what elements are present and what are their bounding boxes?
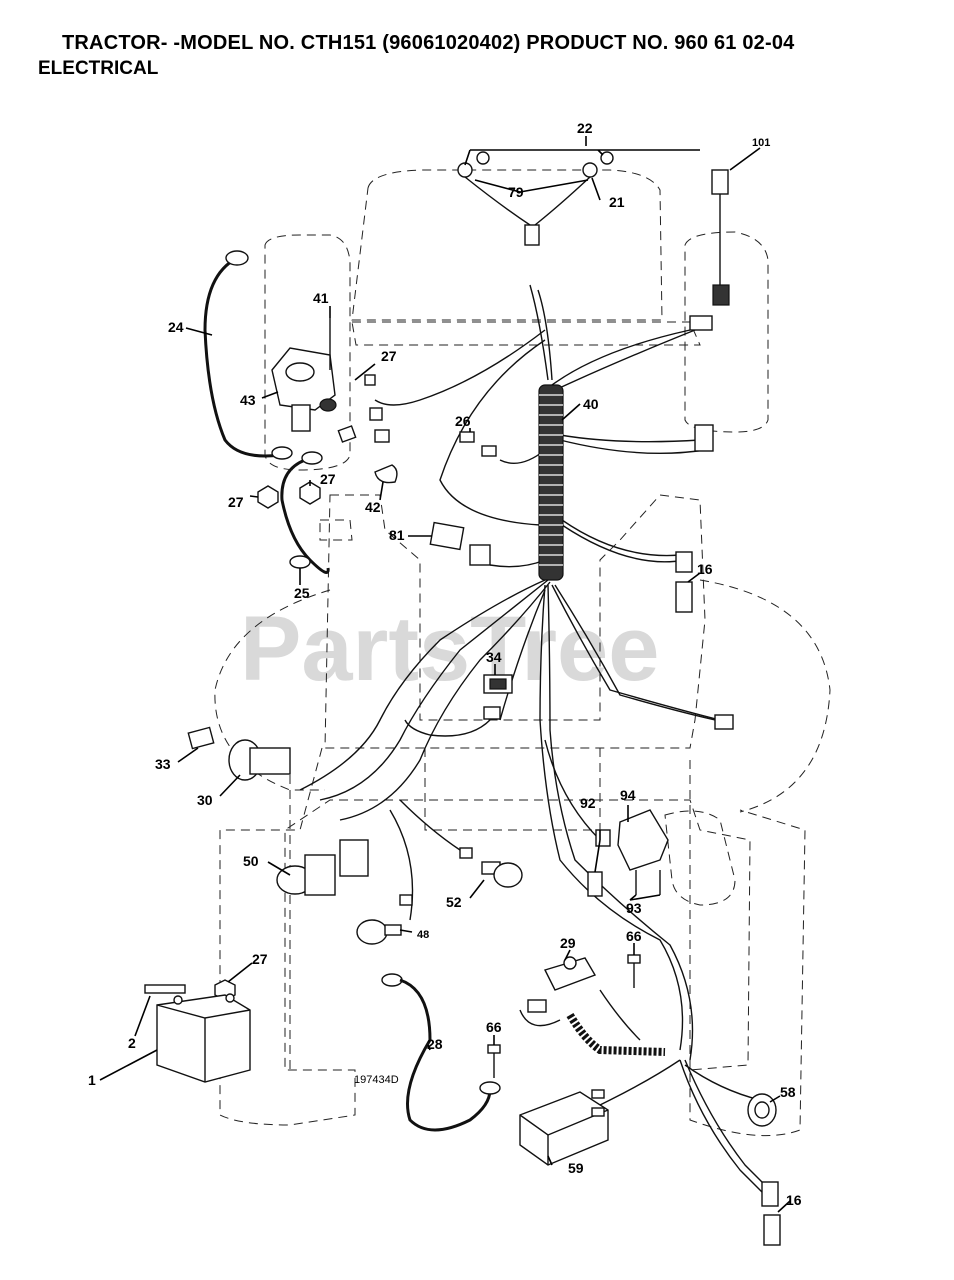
callout-40: 40 xyxy=(583,396,599,412)
callout-81: 81 xyxy=(389,527,405,543)
bulbs xyxy=(356,847,523,945)
main-wire-harness xyxy=(299,284,776,1201)
page-title: TRACTOR- -MODEL NO. CTH151 (96061020402)… xyxy=(62,32,795,54)
convoluted-tube xyxy=(538,384,564,581)
seat-switch-29 xyxy=(527,956,597,1013)
callout-29: 29 xyxy=(560,935,576,951)
battery-cables xyxy=(203,250,330,574)
starter-solenoid xyxy=(271,318,357,443)
callout-66-left: 66 xyxy=(486,1019,502,1035)
callouts: 22 79 21 101 24 41 27 43 40 26 27 27 42 … xyxy=(88,120,802,1208)
callout-79: 79 xyxy=(508,184,524,200)
callout-27-lower: 27 xyxy=(252,951,268,967)
callout-16-lower: 16 xyxy=(786,1192,802,1208)
switch-94 xyxy=(587,809,669,897)
sensor-58 xyxy=(747,1093,777,1127)
callout-59: 59 xyxy=(568,1160,584,1176)
callout-27-mid: 27 xyxy=(320,471,336,487)
callout-16-upper: 16 xyxy=(697,561,713,577)
side-connector xyxy=(714,714,734,730)
callout-24: 24 xyxy=(168,319,184,335)
callout-42: 42 xyxy=(365,499,381,515)
watermark: PartsTree xyxy=(240,598,659,700)
battery xyxy=(144,984,251,1083)
callout-33: 33 xyxy=(155,756,171,772)
module-59 xyxy=(519,1089,609,1166)
callout-94: 94 xyxy=(620,787,636,803)
callout-43: 43 xyxy=(240,392,256,408)
ground-cable xyxy=(381,973,501,1132)
callout-25: 25 xyxy=(294,585,310,601)
switch-34 xyxy=(483,674,513,720)
callout-58: 58 xyxy=(780,1084,796,1100)
callout-22: 22 xyxy=(577,120,593,136)
callout-30: 30 xyxy=(197,792,213,808)
nut-parts xyxy=(214,481,321,1001)
coiled-wire xyxy=(519,989,666,1056)
callout-50: 50 xyxy=(243,853,259,869)
callout-34: 34 xyxy=(486,649,502,665)
callout-26: 26 xyxy=(455,413,471,429)
light-switch-50 xyxy=(276,839,369,896)
callout-21: 21 xyxy=(609,194,625,210)
callout-93: 93 xyxy=(626,900,642,916)
callout-66-right: 66 xyxy=(626,928,642,944)
callout-52: 52 xyxy=(446,894,462,910)
callout-2: 2 xyxy=(128,1035,136,1051)
relay-81 xyxy=(429,521,491,566)
callout-27-upper: 27 xyxy=(381,348,397,364)
connector-16-lower xyxy=(761,1181,781,1246)
ignition-switch xyxy=(187,726,291,781)
callout-1: 1 xyxy=(88,1072,96,1088)
callout-48: 48 xyxy=(417,929,429,941)
callout-92: 92 xyxy=(580,795,596,811)
callout-27-left: 27 xyxy=(228,494,244,510)
callout-41: 41 xyxy=(313,290,329,306)
headlight-assembly xyxy=(457,151,614,246)
connector-16-upper xyxy=(675,551,693,613)
connector-101 xyxy=(689,169,730,452)
callout-28: 28 xyxy=(427,1036,443,1052)
leader-lines xyxy=(99,136,791,1213)
callout-101: 101 xyxy=(752,137,770,149)
fuse-parts xyxy=(364,374,497,484)
section-subtitle: ELECTRICAL xyxy=(38,58,159,79)
diagram-reference: 197434D xyxy=(354,1074,399,1086)
